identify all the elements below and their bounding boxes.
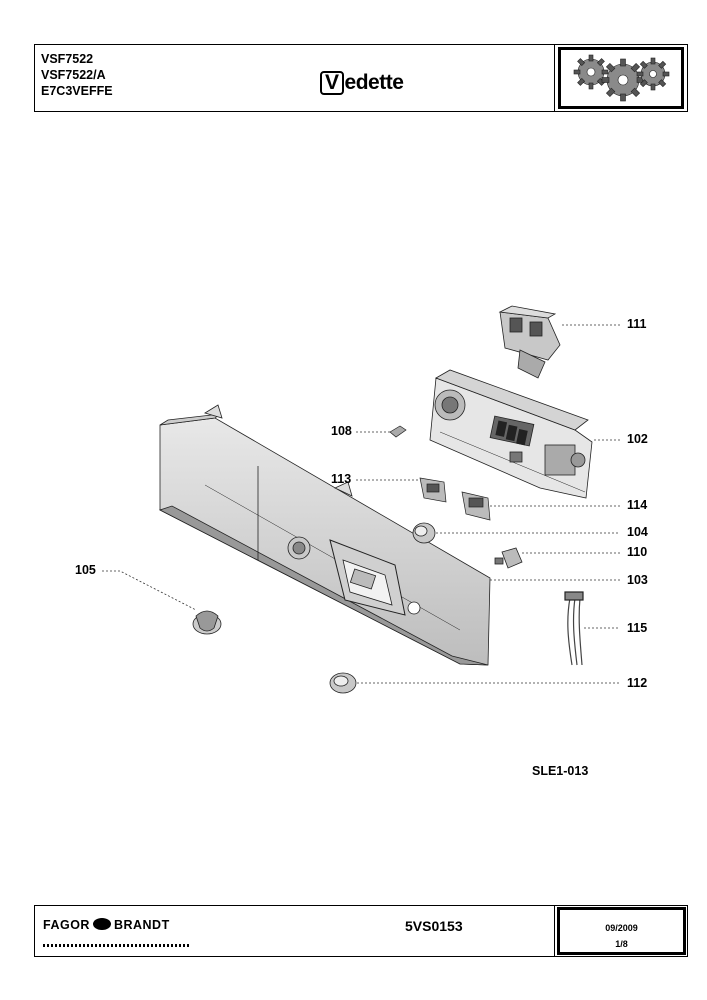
model-line: VSF7522 <box>41 52 94 66</box>
manufacturer-logo: FAGOR BRANDT <box>43 918 170 932</box>
diagram-reference: SLE1-013 <box>532 764 589 778</box>
document-number: 5VS0153 <box>405 918 463 934</box>
manufacturer-tagline-line <box>43 944 189 947</box>
knob-part-105 <box>192 610 222 635</box>
electronic-board <box>429 369 593 499</box>
gear-logo-box <box>554 45 687 111</box>
page-number: 1/8 <box>615 939 628 949</box>
callout-113: 113 <box>331 472 352 486</box>
connector-part-111 <box>498 305 561 379</box>
date-frame: 09/2009 1/8 <box>557 907 686 955</box>
button-part-104 <box>412 522 436 544</box>
manufacturer-name-left: FAGOR <box>43 918 90 932</box>
model-line: E7C3VEFFE <box>41 84 113 98</box>
callout-112: 112 <box>627 676 648 690</box>
key-part-113 <box>419 477 447 503</box>
model-list: VSF7522 VSF7522/A E7C3VEFFE <box>41 51 113 99</box>
control-panel-fascia <box>158 404 491 666</box>
leader-lines <box>102 324 620 684</box>
date-box: 09/2009 1/8 <box>554 906 687 956</box>
footer-block: FAGOR BRANDT 5VS0153 09/2009 1/8 <box>34 905 688 957</box>
callout-108: 108 <box>331 424 352 438</box>
globe-icon <box>92 918 111 930</box>
callout-111: 111 <box>627 317 647 331</box>
callout-114: 114 <box>627 498 648 512</box>
button-part-112 <box>329 672 357 694</box>
manufacturer-name-right: BRANDT <box>113 918 170 932</box>
callout-104: 104 <box>627 525 648 539</box>
brand-logo-initial: V <box>320 71 344 95</box>
gear-logo-frame <box>558 47 684 109</box>
callout-102: 102 <box>627 432 648 446</box>
callout-115: 115 <box>627 621 648 635</box>
document-date: 09/2009 <box>605 923 638 933</box>
key-part-114 <box>461 491 491 521</box>
gears-icon <box>573 54 670 102</box>
switch-part-110 <box>494 547 523 569</box>
callout-110: 110 <box>627 545 648 559</box>
callout-105: 105 <box>75 563 96 577</box>
callout-103: 103 <box>627 573 648 587</box>
clip-part-108 <box>389 425 407 438</box>
model-line: VSF7522/A <box>41 68 106 82</box>
wiring-part-115 <box>564 591 584 666</box>
brand-logo-text: edette <box>344 71 404 94</box>
